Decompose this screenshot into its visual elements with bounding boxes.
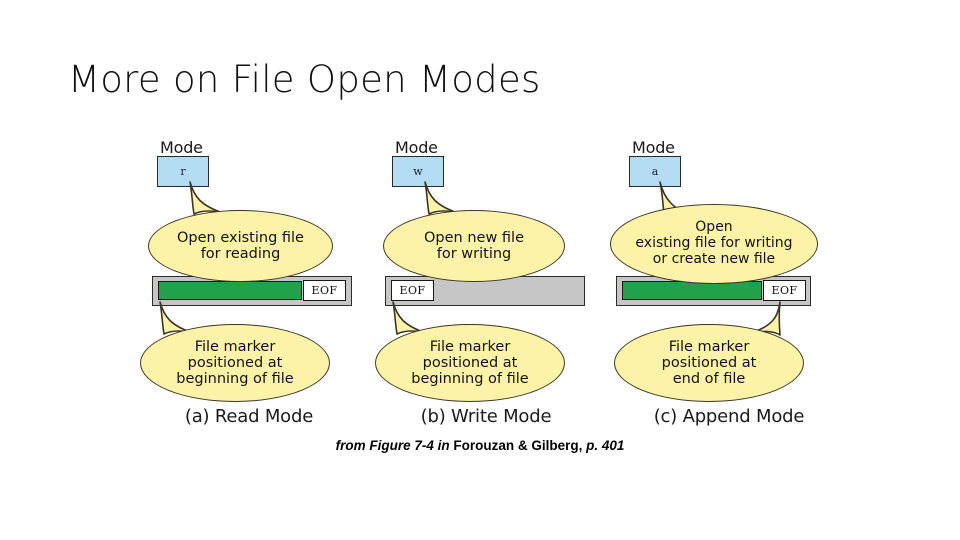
callout-line: File marker: [668, 338, 750, 355]
callout-line: positioned at: [422, 354, 518, 371]
mode-letter-read: r: [180, 165, 186, 178]
callout-line: beginning of file: [176, 371, 294, 388]
file-open-modes-figure: Mode r Open existing file for reading EO…: [140, 128, 840, 428]
source-attribution: from Figure 7-4 in Forouzan & Gilberg, p…: [0, 438, 960, 453]
attribution-part-1: from Figure 7-4 in: [335, 438, 454, 453]
file-content-fill-read: [158, 281, 302, 300]
mode-box-write: w: [392, 156, 444, 187]
callout-line: File marker: [194, 338, 276, 355]
attribution-part-2: Forouzan & Gilberg,: [453, 438, 583, 453]
mode-heading-append: Mode: [632, 138, 675, 157]
callout-bubble-bottom-append: File marker positioned at end of file: [614, 324, 804, 402]
callout-line: File marker: [429, 338, 511, 355]
callout-line: end of file: [672, 371, 746, 388]
page-title: More on File Open Modes: [68, 58, 541, 101]
eof-marker-append: EOF: [763, 280, 806, 301]
file-content-fill-append: [622, 281, 762, 300]
mode-column-append: Mode a Open existing file for writing or…: [610, 128, 840, 428]
mode-box-read: r: [157, 156, 209, 187]
callout-bubble-top-write: Open new file for writing: [383, 210, 565, 282]
mode-heading-read: Mode: [160, 138, 203, 157]
mode-column-write: Mode w Open new file for writing EOF Fil…: [375, 128, 605, 428]
callout-tail-top-read: [189, 181, 227, 215]
mode-caption-append: (c) Append Mode: [653, 406, 805, 427]
eof-marker-write: EOF: [391, 280, 434, 301]
mode-letter-append: a: [651, 165, 659, 178]
callout-line: or create new file: [652, 250, 776, 267]
callout-bubble-bottom-read: File marker positioned at beginning of f…: [140, 324, 330, 402]
callout-line: positioned at: [661, 354, 757, 371]
callout-line: beginning of file: [411, 371, 529, 388]
mode-caption-write: (b) Write Mode: [420, 406, 552, 427]
attribution-part-3: p. 401: [582, 438, 625, 453]
mode-heading-write: Mode: [395, 138, 438, 157]
mode-caption-read: (a) Read Mode: [184, 406, 314, 427]
eof-marker-read: EOF: [303, 280, 346, 301]
mode-column-read: Mode r Open existing file for reading EO…: [140, 128, 370, 428]
callout-bubble-top-read: Open existing file for reading: [148, 210, 333, 282]
callout-line: for reading: [200, 246, 281, 262]
callout-line: for writing: [436, 246, 512, 262]
file-bar-read: EOF: [152, 276, 352, 306]
mode-box-append: a: [629, 156, 681, 187]
callout-line: Open: [695, 219, 733, 236]
callout-line: Open new file: [424, 229, 524, 246]
callout-bubble-top-append: Open existing file for writing or create…: [610, 204, 818, 284]
callout-line: positioned at: [187, 354, 283, 371]
mode-letter-write: w: [413, 165, 423, 178]
callout-line: existing file for writing: [635, 235, 793, 252]
callout-line: Open existing file: [177, 229, 304, 246]
callout-bubble-bottom-write: File marker positioned at beginning of f…: [375, 324, 565, 402]
